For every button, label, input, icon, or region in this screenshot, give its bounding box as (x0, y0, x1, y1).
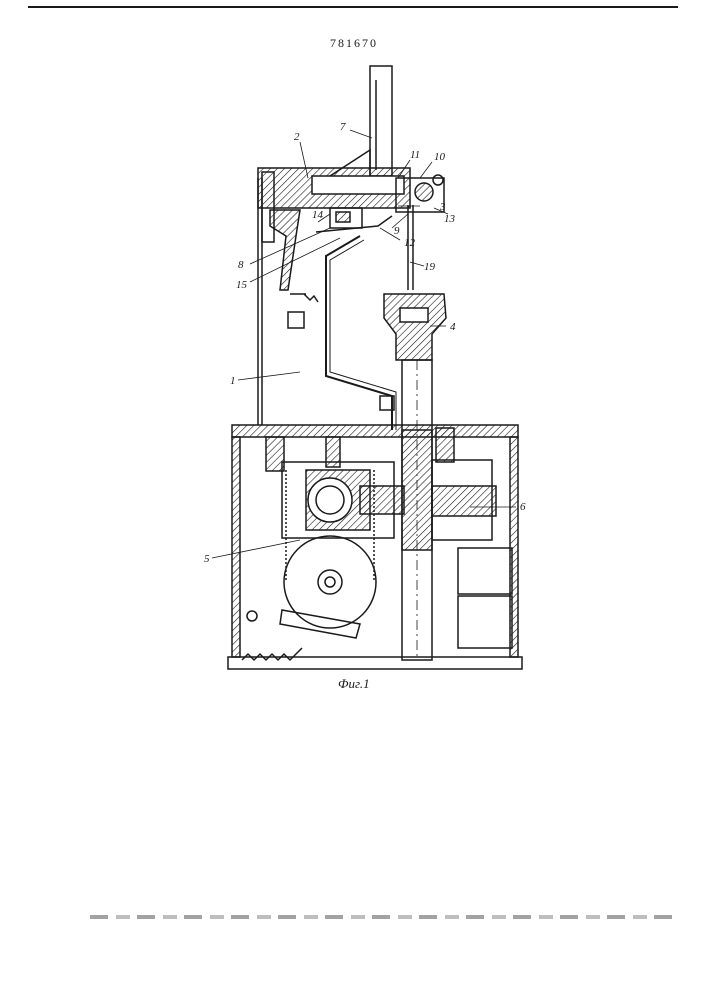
label-9: 9 (394, 225, 400, 237)
motor-block-upper (458, 548, 512, 594)
label-6: 6 (520, 501, 526, 513)
label-12: 12 (404, 237, 416, 249)
lower-pulley (284, 536, 376, 628)
motor-block-lower (458, 596, 512, 648)
vertical-plate (370, 66, 392, 176)
housing-right-wall (510, 437, 518, 657)
label-13: 13 (444, 213, 456, 225)
guide-rail (326, 236, 392, 430)
scan-noise-line (90, 915, 680, 919)
label-2: 2 (294, 131, 300, 143)
chuck (384, 294, 446, 360)
label-19: 19 (424, 261, 436, 273)
label-8: 8 (238, 259, 244, 271)
figure-caption: Фиг.1 (338, 676, 370, 692)
label-1: 1 (230, 375, 236, 387)
label-15: 15 (236, 279, 248, 291)
beam-slot (312, 176, 404, 194)
label-7: 7 (340, 121, 346, 133)
label-14: 14 (312, 209, 324, 221)
tension-spring (242, 648, 302, 660)
label-3: 3 (439, 201, 446, 213)
label-4: 4 (450, 321, 456, 333)
label-11: 11 (410, 149, 420, 161)
label-10: 10 (434, 151, 446, 163)
housing-top-plate (232, 425, 518, 437)
label-5: 5 (204, 553, 210, 565)
housing-left-wall (232, 437, 240, 657)
housing-base (228, 657, 522, 669)
